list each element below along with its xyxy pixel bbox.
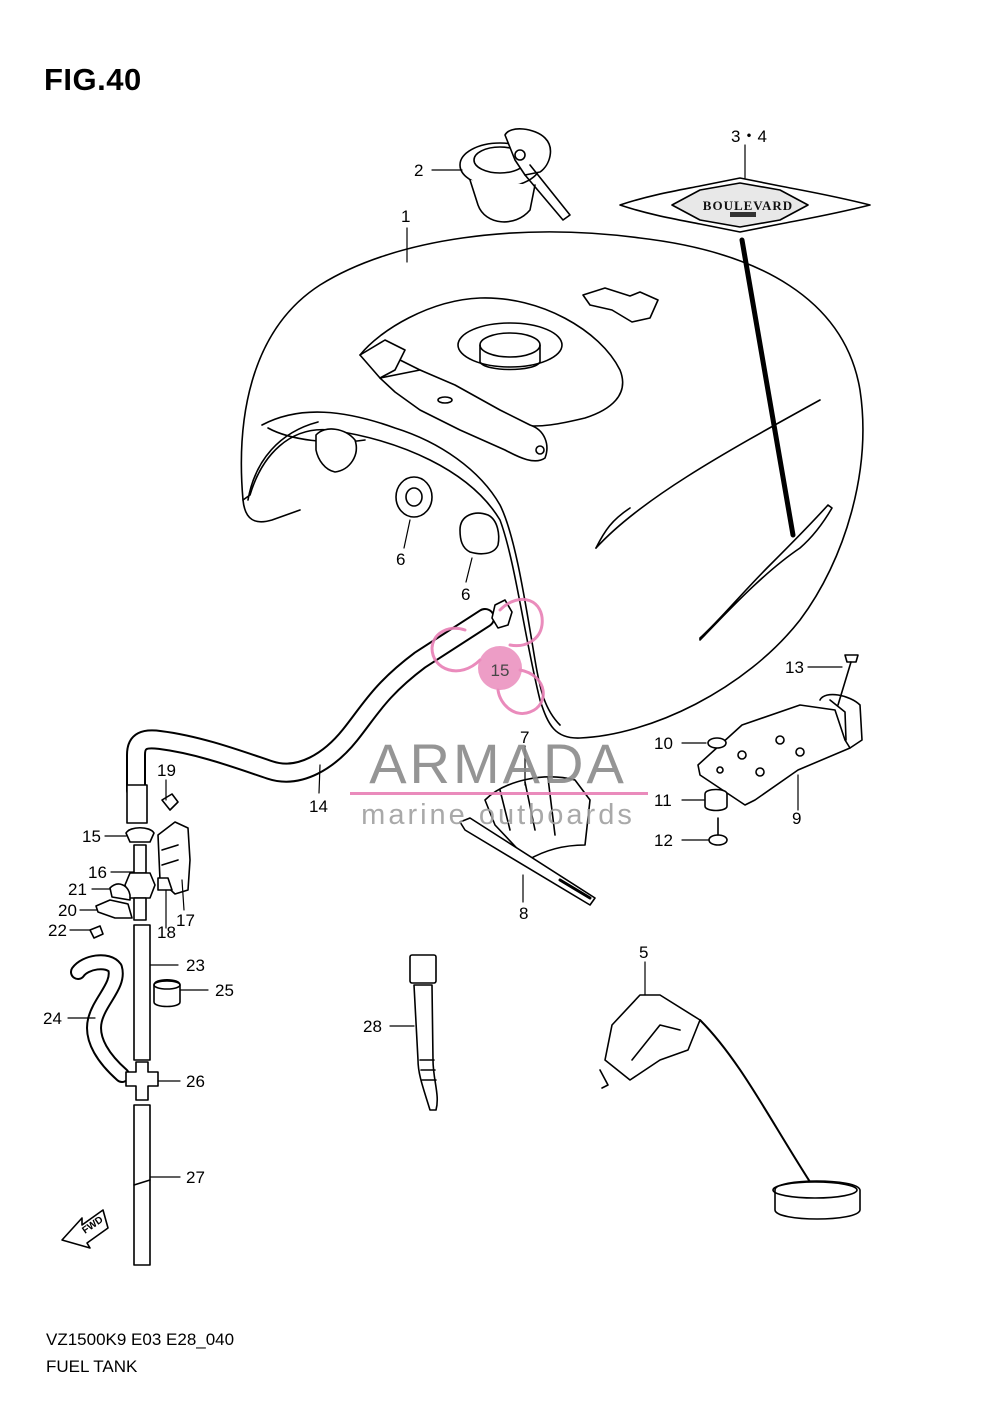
fuel-valve-assembly (89, 793, 191, 939)
label-9: 9 (792, 809, 801, 828)
label-14: 14 (309, 797, 328, 816)
leader-lines (67, 144, 843, 1178)
label-13: 13 (785, 658, 804, 677)
mounting-bracket (697, 693, 863, 806)
hose-27 (133, 1104, 151, 1266)
watermark: 15 ARMADA marine outboards (350, 597, 648, 831)
label-24: 24 (43, 1009, 62, 1028)
figure-name: FUEL TANK (46, 1357, 138, 1376)
fuel-tank-body (240, 231, 864, 739)
badge-number: 15 (491, 661, 510, 680)
label-17: 17 (176, 911, 195, 930)
washer-10 (707, 737, 727, 749)
bolt-12 (708, 817, 728, 846)
label-11: 11 (654, 791, 672, 810)
fuel-hose (126, 608, 495, 824)
cable-tie-8 (459, 817, 596, 906)
label-6a: 6 (396, 550, 405, 569)
label-20: 20 (58, 901, 77, 920)
cover-7 (484, 776, 591, 861)
label-3-4: 3・4 (731, 127, 767, 146)
label-21: 21 (68, 880, 87, 899)
hose-clamp-upper (491, 599, 513, 629)
badge-circle (478, 646, 522, 690)
bolt-13 (837, 654, 859, 706)
label-6b: 6 (461, 585, 470, 604)
label-23: 23 (186, 956, 205, 975)
hose-24 (70, 954, 130, 1083)
emblem-boulevard: BOULEVARD (619, 177, 871, 233)
label-10: 10 (654, 734, 673, 753)
fwd-arrow-icon: FWD (61, 1209, 109, 1249)
label-27: 27 (186, 1168, 205, 1187)
label-1: 1 (401, 207, 410, 226)
fuel-cap (459, 128, 571, 223)
label-8: 8 (519, 904, 528, 923)
hose-23 (133, 924, 151, 1061)
label-15a: 15 (82, 827, 101, 846)
label-5: 5 (639, 943, 648, 962)
cushion-upper (395, 476, 433, 518)
cushion-lower (459, 512, 500, 555)
model-code: VZ1500K9 E03 E28_040 (46, 1330, 235, 1349)
label-18: 18 (157, 923, 176, 942)
three-way-joint (125, 1061, 159, 1101)
watermark-divider (350, 792, 648, 795)
cable-tie-28 (409, 954, 439, 1111)
label-22: 22 (48, 921, 67, 940)
cushion-11 (704, 788, 728, 812)
label-28: 28 (363, 1017, 382, 1036)
figure-title: FIG.40 (44, 62, 142, 97)
label-12: 12 (654, 831, 673, 850)
label-16: 16 (88, 863, 107, 882)
label-26: 26 (186, 1072, 205, 1091)
label-2: 2 (414, 161, 423, 180)
fuel-level-gauge (599, 994, 861, 1220)
callout-labels: 1 2 3・4 5 6 6 7 8 9 10 11 12 13 14 15 16… (43, 127, 804, 1187)
sleeve-25 (153, 978, 181, 1008)
label-7: 7 (520, 728, 529, 747)
label-25: 25 (215, 981, 234, 1000)
watermark-brand: ARMADA (369, 732, 627, 795)
propeller-logo-icon (430, 597, 545, 715)
label-19: 19 (157, 761, 176, 780)
watermark-tagline: marine outboards (361, 799, 635, 831)
emblem-text: BOULEVARD (703, 198, 793, 213)
